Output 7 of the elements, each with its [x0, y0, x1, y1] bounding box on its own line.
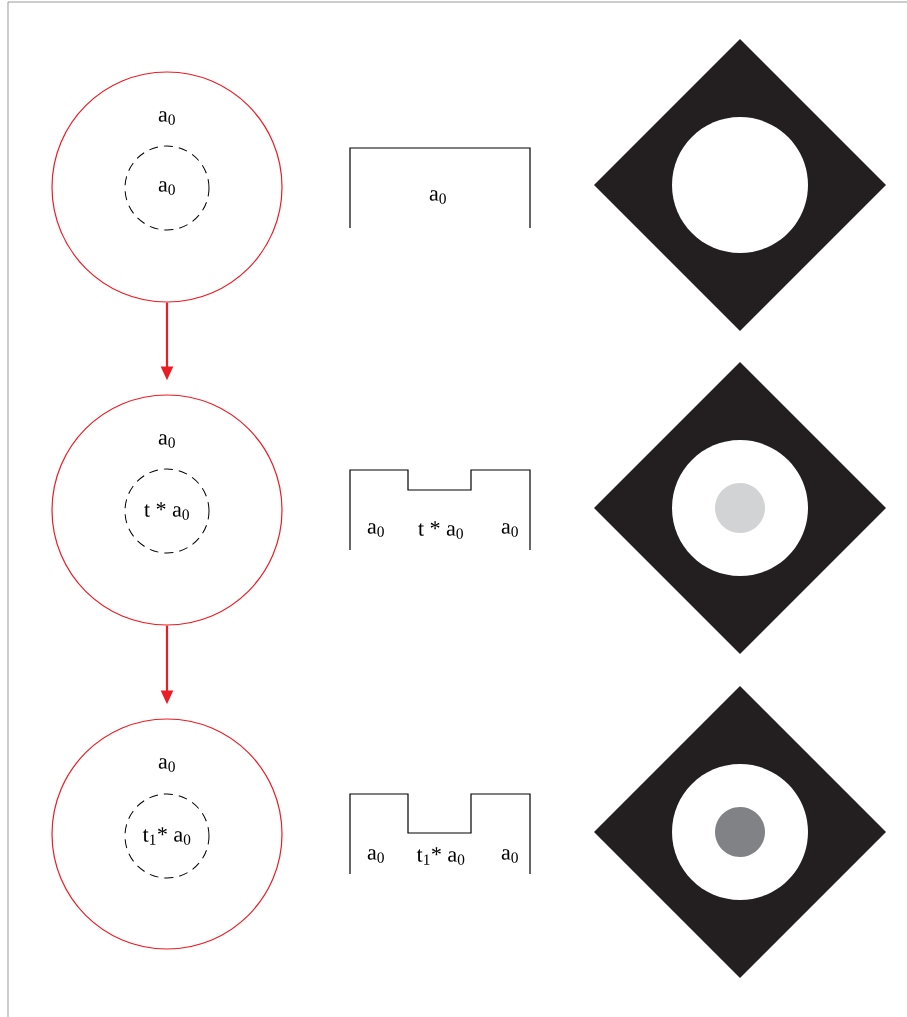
profile-label: a$_{0}$ [501, 849, 518, 863]
profile-label: a$_{0}$ [367, 849, 384, 863]
profile-label: t$_{1}$* a$_{0}$ [416, 847, 465, 865]
profile-label: a$_{0}$ [501, 523, 518, 537]
profile-label: a$_{0}$ [367, 523, 384, 537]
profile-label: a$_{0}$ [429, 190, 446, 204]
profile-label: t * a$_{0}$ [418, 521, 463, 539]
